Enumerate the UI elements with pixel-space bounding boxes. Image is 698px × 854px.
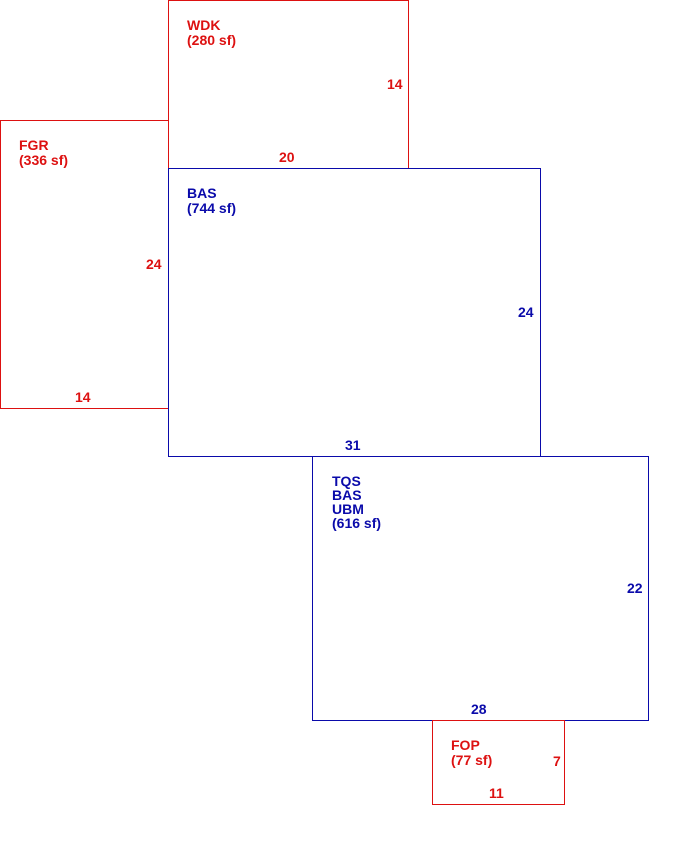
tqs-bas-ubm-area [312, 456, 649, 721]
wdk-code: WDK [187, 17, 221, 33]
fop-dim-bottom: 11 [489, 785, 504, 801]
fop-code: FOP [451, 737, 480, 753]
fop-area [432, 720, 565, 805]
fgr-code: FGR [19, 137, 49, 153]
bas-dim-side: 24 [518, 304, 534, 320]
fgr-area-sf: (336 sf) [19, 152, 69, 168]
bas-area-sf: (744 sf) [187, 200, 237, 216]
fgr-dim-bottom: 14 [75, 389, 91, 405]
tqs-dim-side: 22 [627, 580, 643, 596]
tqs-dim-bottom: 28 [471, 701, 487, 717]
fop-area-sf: (77 sf) [451, 752, 493, 768]
ubm-code: UBM [332, 501, 364, 517]
tqs-bas-code: BAS [332, 487, 362, 503]
wdk-dim-side: 14 [387, 76, 403, 92]
fgr-dim-side: 24 [146, 256, 162, 272]
bas-dim-bottom: 31 [345, 437, 361, 453]
tqs-area-sf: (616 sf) [332, 515, 382, 531]
fop-dim-side: 7 [553, 753, 561, 769]
wdk-dim-bottom: 20 [279, 149, 295, 165]
bas-code: BAS [187, 185, 217, 201]
wdk-area-sf: (280 sf) [187, 32, 237, 48]
tqs-code: TQS [332, 473, 361, 489]
